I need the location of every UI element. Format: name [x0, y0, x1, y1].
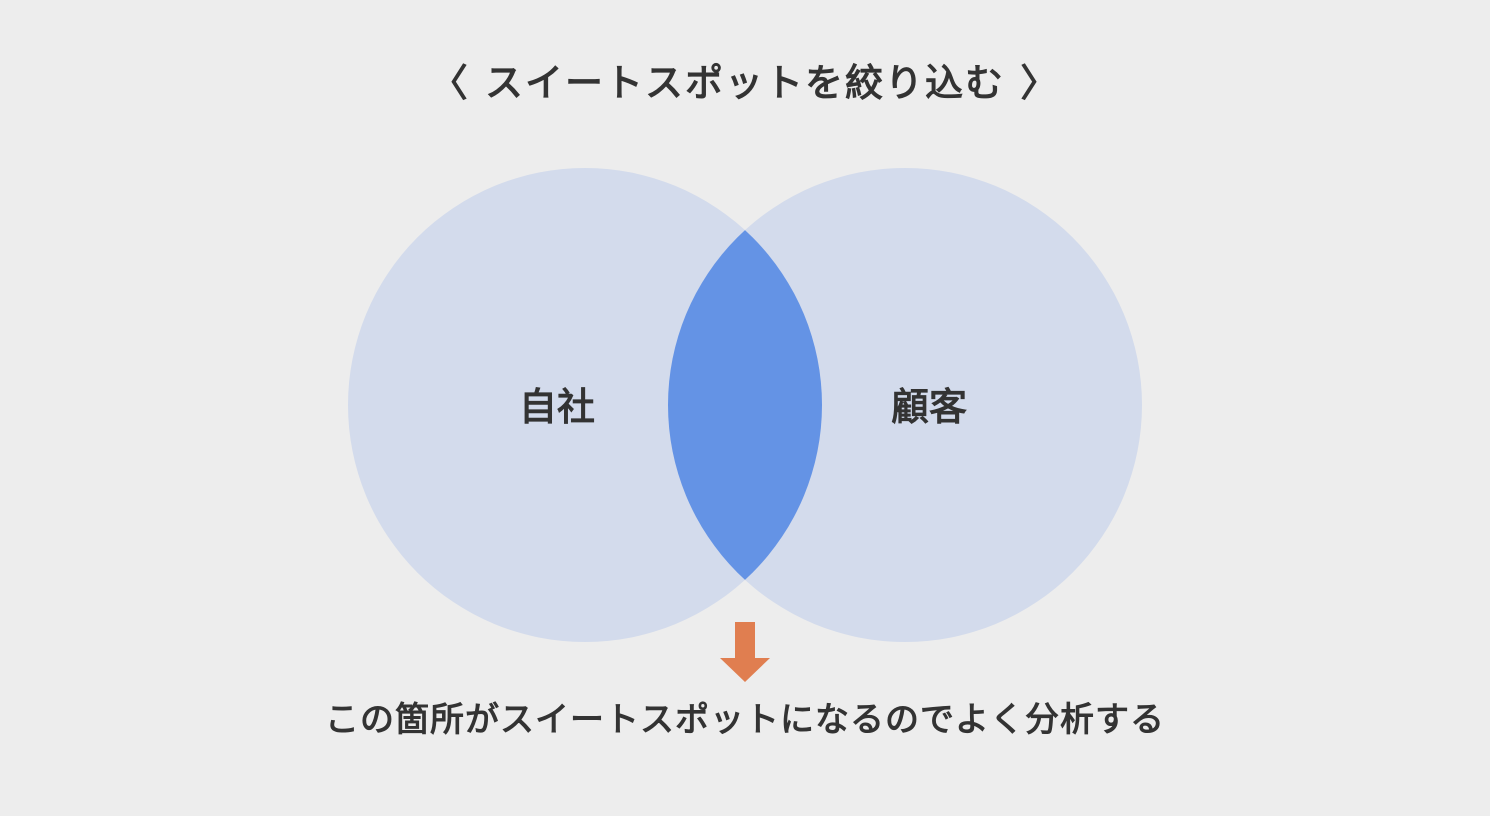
label-self: 自社: [518, 385, 595, 429]
caption: この箇所がスイートスポットになるのでよく分析する: [325, 700, 1165, 740]
overlap-sweet-spot: [668, 168, 822, 642]
down-arrow-icon: [720, 622, 770, 682]
label-customer: 顧客: [890, 385, 967, 429]
diagram-title: 〈 スイートスポットを絞り込む 〉: [429, 61, 1061, 105]
